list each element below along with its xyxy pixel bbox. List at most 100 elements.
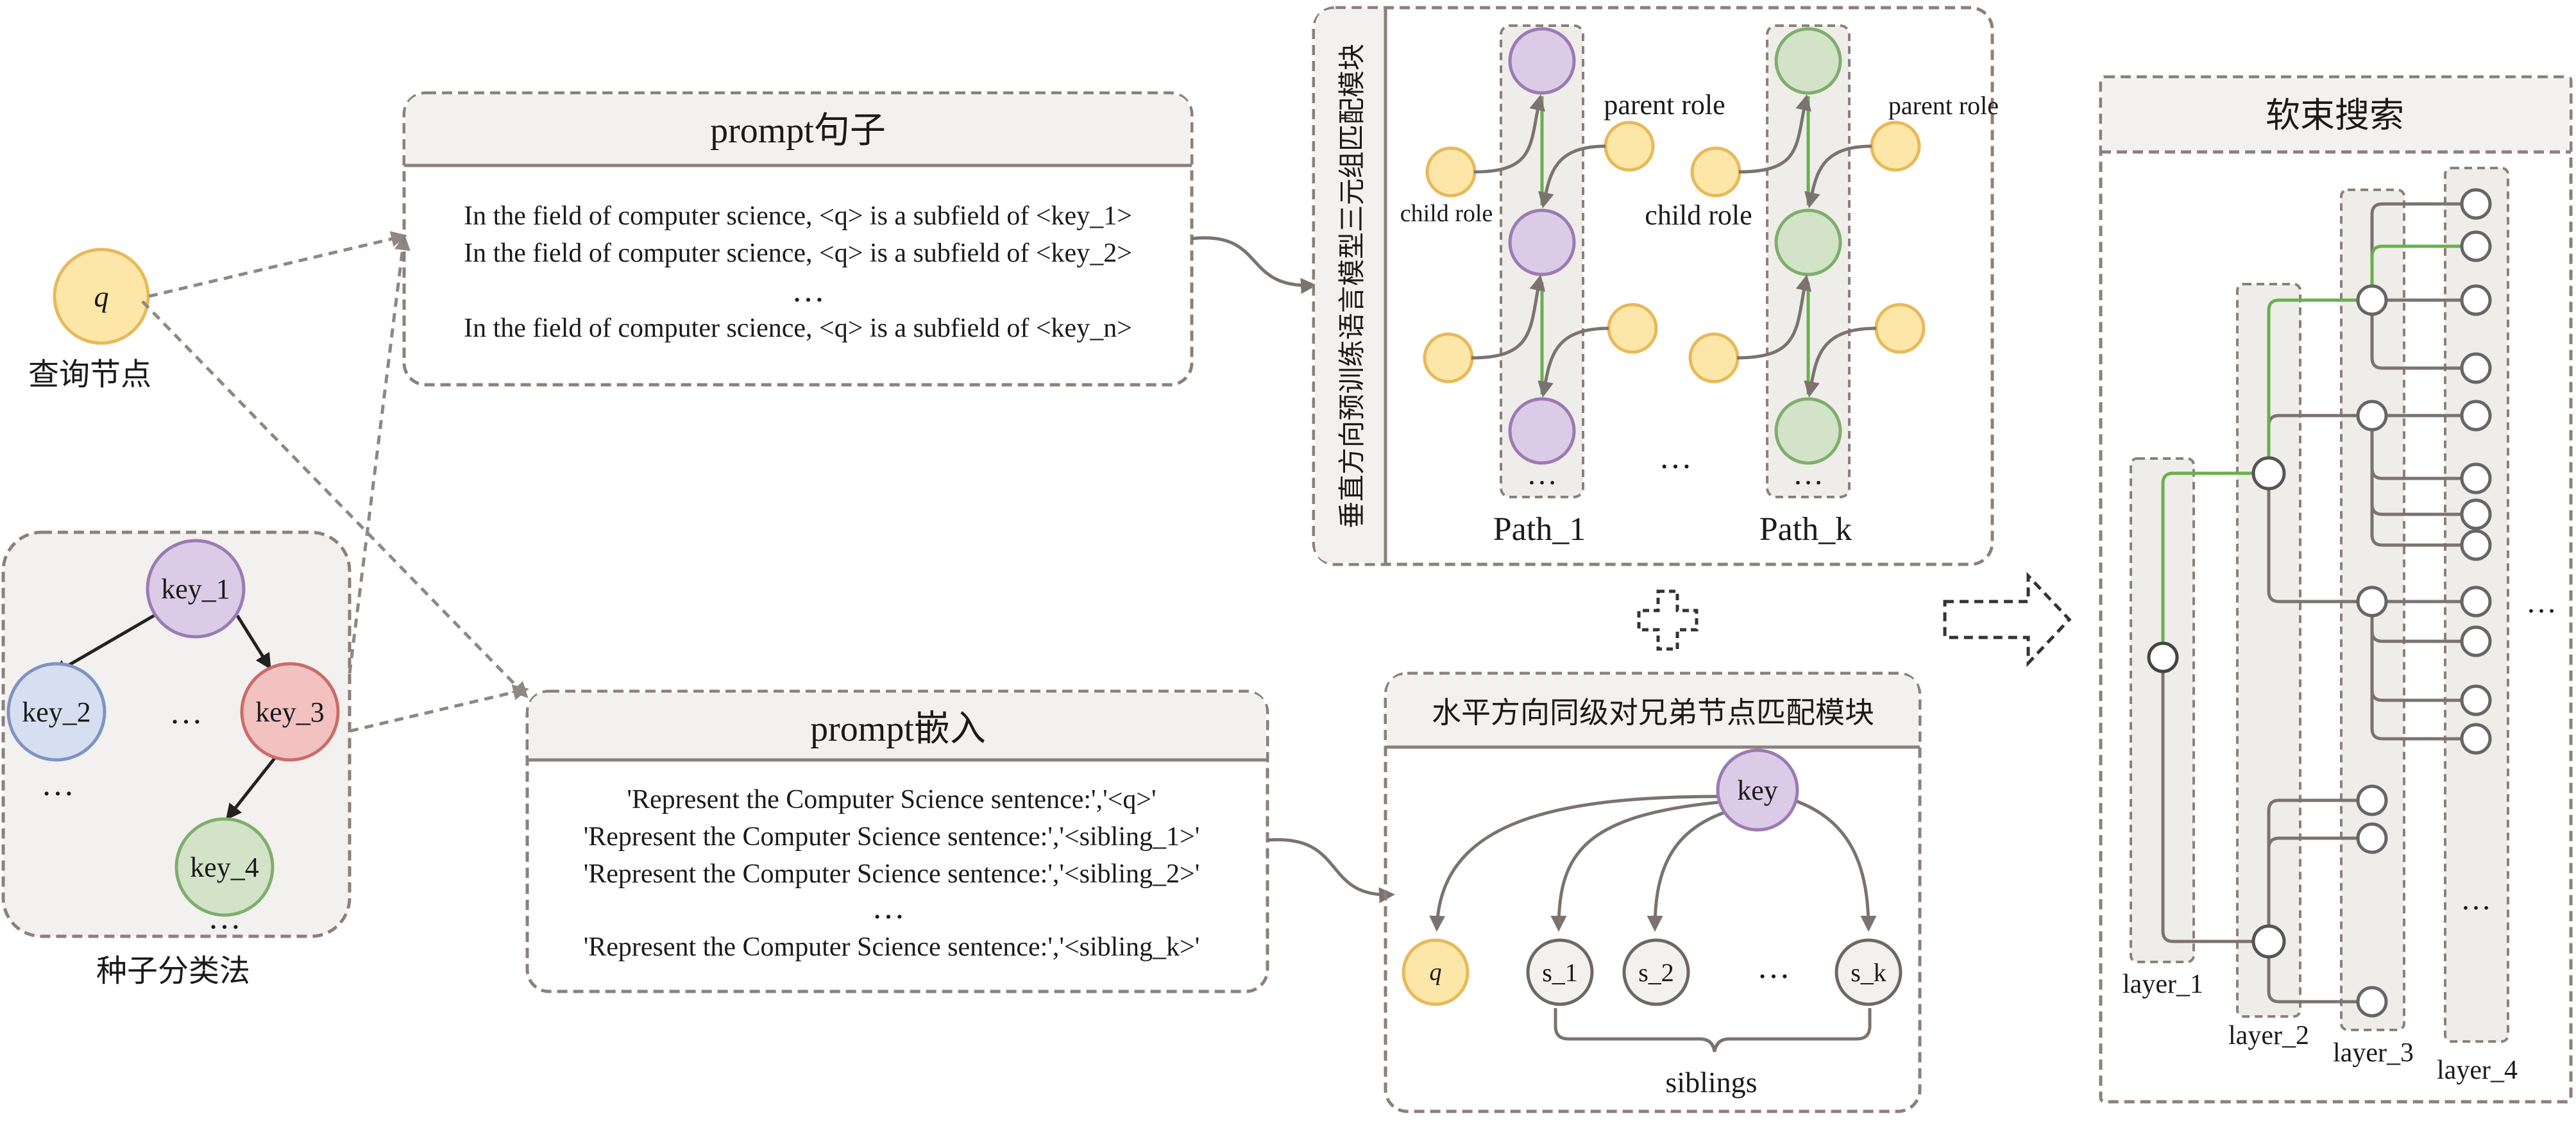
path-k-parent-yellow-2 [1874,303,1926,354]
siblings-brace [1554,1008,1872,1052]
layer-4-ellipsis: … [2461,882,2491,916]
path-k-node-top [1774,27,1842,95]
seed-taxonomy-box [1,530,352,938]
layer-4-node [2460,723,2492,755]
path-1-parent-yellow-2 [1607,303,1658,354]
prompt-sentence-title: prompt句子 [710,111,886,151]
siblings-label: siblings [1665,1066,1757,1099]
beam-right-ellipsis: … [2526,586,2557,620]
layer-1-label: layer_1 [2123,970,2203,999]
layer-4-node [2460,230,2492,262]
layer-3-node [2356,586,2388,618]
seed-ellipsis-bottom: … [208,900,241,936]
seed-node-key-3-label: key_3 [255,696,325,728]
prompt-sentence-line-n: In the field of computer science, <q> is… [464,314,1132,343]
path-k-child-role-label: child role [1645,199,1752,231]
query-node: q [53,248,150,345]
horizontal-q-label: q [1430,959,1442,986]
vertical-paths-ellipsis: … [1659,439,1692,476]
layer-4-node [2460,462,2492,494]
query-to-prompt-sentence-arrow [148,231,407,298]
prompt-embedding-ellipsis: … [872,889,905,926]
path-1-parent-role-label: parent role [1604,89,1725,121]
prompt-embedding-line-2: 'Represent the Computer Science sentence… [584,822,1200,852]
path-1-label: Path_1 [1493,511,1586,548]
layer-4-node [2460,529,2492,561]
vertical-matching-module: 垂直方向预训练语言模型三元组匹配模块 parent role child rol… [1312,6,1999,566]
layer-4-label: layer_4 [2437,1056,2518,1085]
taxonomy-to-prompt-sentence-arrow [348,234,411,674]
siblings-ellipsis: … [1757,949,1790,986]
query-node-caption: 查询节点 [28,357,151,392]
prompt-embedding-line-k: 'Represent the Computer Science sentence… [584,932,1200,962]
prompt-embedding-to-horizontal-arrow [1267,838,1395,904]
seed-node-key-3: key_3 [240,662,340,762]
beam-tree-connectors [2161,202,2462,1004]
seed-node-key-1: key_1 [146,539,246,639]
seed-node-key-1-label: key_1 [161,573,230,605]
layer-3-node [2356,400,2388,432]
seed-taxonomy-caption: 种子分类法 [96,953,250,989]
path-k-parent-yellow-1 [1870,121,1921,172]
layer-4-node [2460,352,2492,384]
seed-node-key-4-label: key_4 [190,852,259,883]
layer-3-node [2356,284,2388,316]
layer-3-label: layer_3 [2333,1038,2414,1068]
prompt-embedding-line-1: 'Represent the Computer Science sentence… [627,785,1156,814]
path-k-ellipsis: … [1793,457,1824,491]
horizontal-key-node [1716,748,1799,832]
seed-ellipsis-middle: … [169,695,203,731]
combine-plus-icon [1637,589,1699,651]
path-k-child-yellow-1 [1690,146,1741,198]
layer-4-node [2460,188,2492,220]
layer-3-node [2356,784,2388,816]
layer-4-node [2460,400,2492,432]
horizontal-matching-module: 水平方向同级对兄弟节点匹配模块 key q s_1 s_2 … s_k sibl… [1384,671,1922,1113]
prompt-embedding-line-3: 'Represent the Computer Science sentence… [584,859,1200,889]
layer-4-node [2460,498,2492,530]
horizontal-q-node [1402,938,1470,1006]
path-k-child-yellow-2 [1688,332,1740,384]
path-1-ellipsis: … [1527,457,1557,491]
path-1-child-role-label: child role [1400,200,1493,227]
path-1-child-yellow-2 [1423,332,1474,384]
prompt-sentence-ellipsis: … [792,273,825,309]
query-node-label: q [94,280,109,313]
prompt-sentence-line-2: In the field of computer science, <q> is… [464,239,1132,268]
path-k-label: Path_k [1759,511,1852,548]
soft-beam-search-panel: 软束搜索 [2099,75,2573,1104]
prompt-sentence-panel: prompt句子 In the field of computer scienc… [402,91,1194,387]
layer-2-label: layer_2 [2228,1021,2309,1050]
sibling-s2-label: s_2 [1638,958,1674,987]
sibling-sk-node [1835,938,1902,1006]
beam-tree-nodes [2147,188,2492,1018]
sibling-s1-label: s_1 [1542,958,1578,987]
seed-node-key-2-label: key_2 [22,696,91,728]
layer-4-node [2460,684,2492,716]
prompt-embedding-panel: prompt嵌入 'Represent the Computer Science… [525,689,1269,993]
sibling-s1-node [1526,938,1594,1006]
layer-1-node [2147,641,2179,673]
vertical-module-title: 垂直方向预训练语言模型三元组匹配模块 [1336,44,1368,528]
soft-beam-search-title: 软束搜索 [2266,95,2404,135]
layer-2-node-1 [2251,456,2286,491]
path-1-parent-yellow-1 [1604,121,1655,172]
path-1-node-bottom [1508,397,1576,465]
path-k-node-mid [1774,208,1842,276]
path-k-parent-role-label: parent role [1888,91,1999,120]
prompt-sentence-to-vertical-arrow [1191,236,1317,294]
to-soft-beam-search-arrow-icon [1943,571,2072,668]
prompt-sentence-line-1: In the field of computer science, <q> is… [464,201,1132,231]
layer-4-node [2460,284,2492,316]
layer-3-node [2356,986,2388,1018]
sibling-sk-label: s_k [1851,958,1886,987]
taxonomy-to-prompt-embedding-arrow [349,684,529,733]
horizontal-key-label: key [1737,775,1778,806]
prompt-embedding-title: prompt嵌入 [810,709,986,749]
sibling-s2-node [1622,938,1690,1006]
seed-ellipsis-left: … [41,766,74,803]
path-1-node-top [1508,27,1576,95]
seed-taxonomy-panel: key_1 key_2 key_3 key_4 … … … [1,530,352,938]
layer-4-node [2460,586,2492,618]
